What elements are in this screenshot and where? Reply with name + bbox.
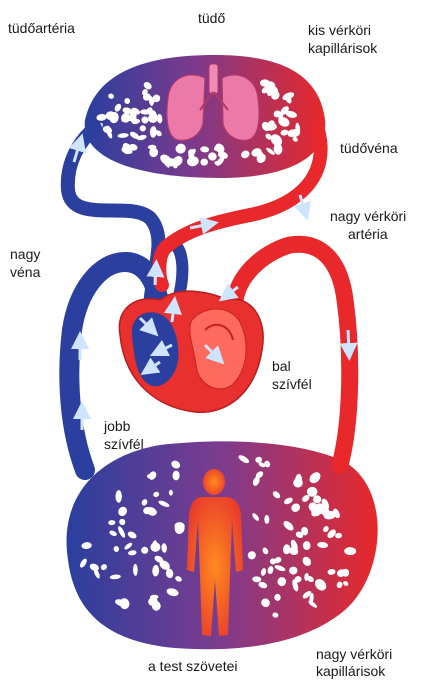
label-test-szovetei: a test szövetei <box>148 658 238 675</box>
label-jobb-1: jobb <box>104 418 130 435</box>
pulmonary-capillary-network <box>85 55 326 178</box>
capillary-cell <box>116 490 122 503</box>
label-kis-kapillaris-1: kis vérköri <box>308 22 371 39</box>
label-nagy-vena-2: véna <box>10 264 40 281</box>
flow-arrow-icon <box>172 305 174 322</box>
label-tudoarteria: tüdőartéria <box>8 20 75 37</box>
flow-arrow-icon <box>155 268 156 285</box>
label-tudovena: tüdővéna <box>340 140 398 157</box>
label-tudo: tüdő <box>198 10 225 27</box>
label-bal-1: bal <box>272 358 291 375</box>
label-bal-2: szívfél <box>272 376 312 393</box>
label-kis-kapillaris-2: kapillárisok <box>308 40 377 57</box>
label-nagy-vena-1: nagy <box>10 246 40 263</box>
label-nagy-kapillaris-2: kapillárisok <box>316 663 385 680</box>
label-nagy-kapillaris-1: nagy vérköri <box>316 646 392 663</box>
label-jobb-2: szívfél <box>104 436 144 453</box>
heart-icon <box>119 291 263 412</box>
flow-arrow-icon <box>348 330 349 352</box>
label-nagy-arteria-1: nagy vérköri <box>330 208 406 225</box>
label-nagy-arteria-2: artéria <box>348 226 388 243</box>
